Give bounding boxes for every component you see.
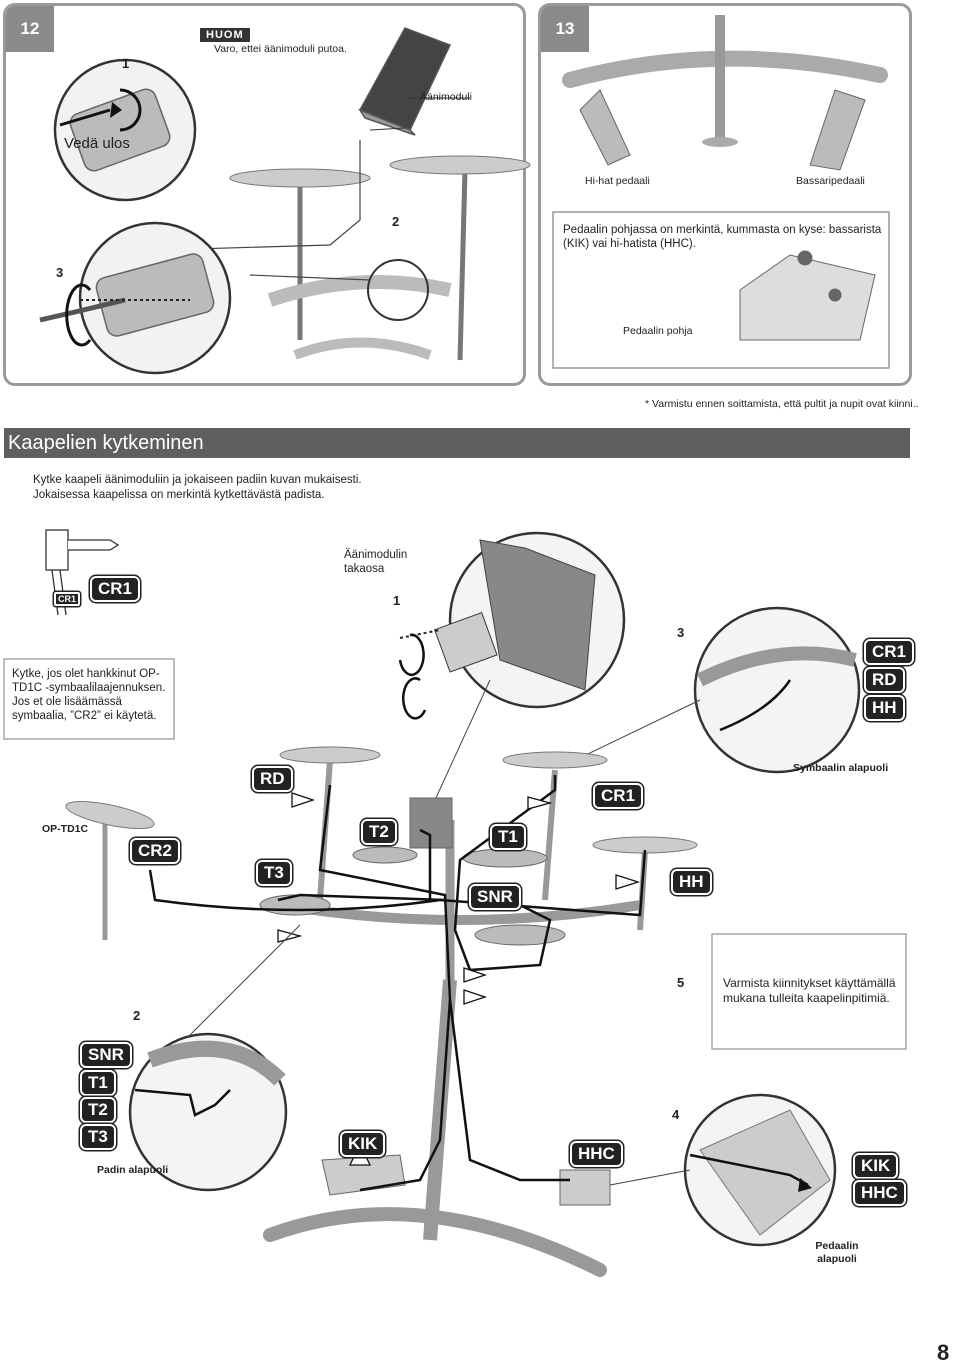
tag-t2: T2 [361,819,397,845]
page-number: 8 [937,1340,950,1365]
db-connector [434,612,498,673]
diagram-callout-5: 5 [677,975,685,990]
step-number-badge: 12 [6,6,54,52]
tag-hh: HH [671,869,712,895]
pull-out-label: Vedä ulos [64,135,130,152]
plug-tag-small: CR1 [54,592,81,606]
pedal-tag-hhc: HHC [853,1180,906,1206]
pad-underside-label: Padin alapuoli [97,1164,169,1176]
option-note: Kytke, jos olet hankkinut OP-TD1C -symba… [12,668,166,722]
pad-tag-t2: T2 [80,1097,116,1123]
cymbal-underside-label: Symbaalin alapuoli [793,762,889,774]
module-rear-body [479,539,596,691]
intro-line-1: Kytke kaapeli äänimoduliin ja jokaiseen … [33,474,362,486]
cymbal-tag-hh: HH [864,695,905,721]
footnote: * Varmistu ennen soittamista, että pulti… [645,398,919,410]
module-rear-zoom [448,531,626,709]
pedal-tag-kik: KIK [853,1153,899,1179]
module-rear-label: Äänimodulin takaosa [344,549,408,575]
pad-tag-snr: SNR [80,1042,132,1068]
callout-2: 2 [392,214,400,229]
tag-snr: SNR [469,884,521,910]
clamp-note: Varmista kiinnitykset käyttämällä mukana… [723,976,896,1005]
step-12-panel: 12 [3,3,526,386]
tag-cr2: CR2 [130,838,181,864]
step-13-panel: 13 [538,3,912,386]
cymbal-tag-rd: RD [864,667,905,693]
op-td1c-label: OP-TD1C [42,823,89,835]
tag-t1: T1 [490,824,526,850]
pedals-drawing [321,1154,611,1206]
tag-hhc: HHC [570,1141,623,1167]
cymbal-underside-zoom [693,606,861,774]
plug-tag-large: CR1 [90,576,141,602]
cable-lines [148,775,647,1192]
callout-1: 1 [122,56,130,71]
module-label: Äänimoduli [420,91,472,103]
cymbal-tag-cr1: CR1 [864,639,915,665]
section-title: Kaapelien kytkeminen [4,428,910,458]
pad-tag-t3: T3 [80,1124,116,1150]
caution-text: Varo, ettei äänimoduli putoa. [214,43,347,55]
rotate-arrow-lower [401,677,427,720]
tag-rd: RD [252,766,293,792]
pedal-note: Pedaalin pohjassa on merkintä, kummasta … [563,224,882,250]
diagram-callout-1: 1 [393,593,401,608]
diagram-callout-3: 3 [677,625,685,640]
tag-t3: T3 [256,860,292,886]
pedal-underside-zoom [683,1093,837,1247]
diagram-callout-4: 4 [672,1107,680,1122]
drum-pads-drawing [259,797,566,946]
bass-pedal-label: Bassaripedaali [796,175,865,187]
hihat-pedal-label: Hi-hat pedaali [585,175,650,187]
pedal-bottom-label: Pedaalin pohja [623,325,693,337]
pedal-underside-label: Pedaalin alapuoli [815,1240,859,1265]
rotate-arrow-upper [398,633,425,677]
pad-tag-t1: T1 [80,1070,116,1096]
diagram-callout-2: 2 [133,1008,141,1023]
tag-kik: KIK [340,1131,386,1157]
intro-line-2: Jokaisessa kaapelissa on merkintä kytket… [33,489,325,501]
tag-cr1: CR1 [593,783,644,809]
callout-3: 3 [56,265,64,280]
caution-label: HUOM [200,28,250,42]
step-number-badge: 13 [541,6,589,52]
